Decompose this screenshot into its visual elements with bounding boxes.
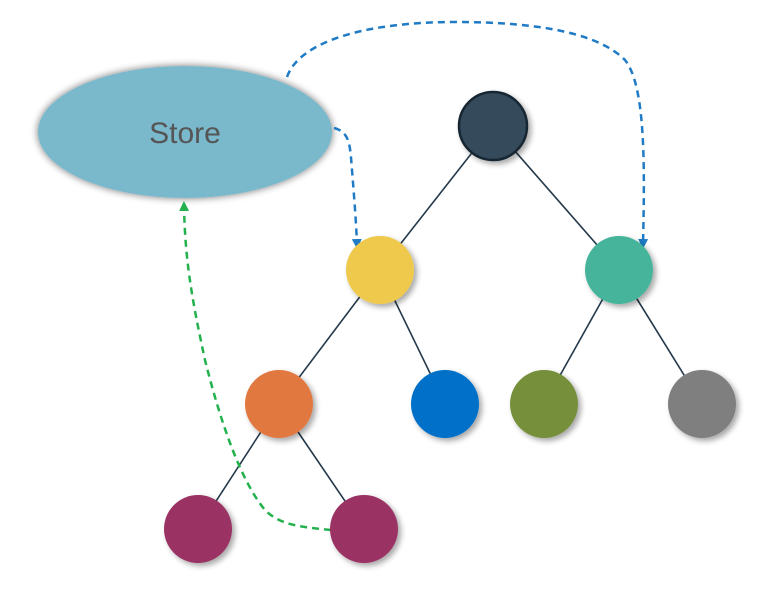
subscribe-arrow-to-teal — [285, 20, 649, 249]
store-label: Store — [149, 117, 221, 150]
dispatch-arrow-to-store — [179, 201, 332, 532]
magenta-right-node — [330, 495, 398, 563]
store-ellipse — [38, 66, 332, 198]
olive-node — [510, 370, 578, 438]
root-node — [457, 90, 529, 162]
yellow-node — [346, 236, 414, 304]
store-node: Store — [38, 66, 332, 198]
tree-edges — [197, 125, 703, 530]
blue-node — [411, 370, 479, 438]
subscribe-arrow-to-yellow — [333, 126, 362, 249]
orange-node — [245, 370, 313, 438]
gray-node — [668, 370, 736, 438]
teal-node — [585, 236, 653, 304]
magenta-left-node — [164, 495, 232, 563]
tree-nodes — [164, 90, 736, 563]
